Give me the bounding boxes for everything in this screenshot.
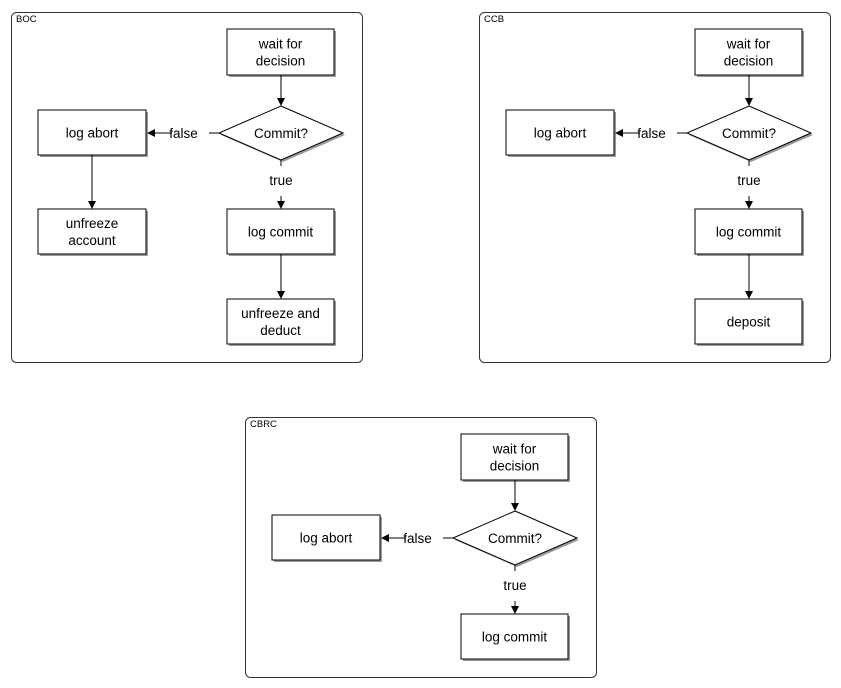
edge-decision-to-abort [381, 534, 406, 542]
true-label: true [737, 173, 760, 188]
false-label: false [403, 531, 432, 546]
log-abort-node: log abort [271, 514, 382, 562]
log-commit-node: log commit [460, 613, 570, 661]
commit-decision-label: Commit? [488, 531, 542, 546]
unfreeze-account-node-label-line: account [68, 233, 116, 248]
log-commit-node-label-line: log commit [248, 225, 314, 240]
edge-decision-to-abort [147, 129, 172, 137]
panel-frame [11, 12, 363, 363]
edge-decision-to-abort [615, 129, 640, 137]
panel-title: CCB [484, 14, 504, 25]
edge-decision-to-abort-arrowhead [615, 129, 623, 137]
log-abort-node-label-line: log abort [300, 531, 353, 546]
true-label: true [503, 578, 526, 593]
log-abort-node-label-line: log abort [534, 126, 587, 141]
unfreeze-account-node: unfreeze account [37, 208, 148, 256]
panel-title: BOC [16, 14, 37, 25]
commit-followup-node-label: unfreeze and deduct [241, 306, 320, 338]
edge-decision-to-commit [511, 601, 519, 614]
edge-decision-to-commit [277, 196, 285, 209]
log-abort-node: log abort [505, 109, 616, 157]
commit-decision-label-line: Commit? [722, 126, 776, 141]
log-abort-node-label: log abort [300, 531, 353, 546]
edge-commit-to-followup-arrowhead [745, 291, 753, 299]
log-commit-node-label: log commit [248, 225, 314, 240]
edge-decision-to-abort-arrowhead [147, 129, 155, 137]
log-commit-node-rect [694, 208, 803, 255]
wait-for-decision-node-label-line: decision [724, 54, 774, 69]
log-abort-node-label-line: log abort [66, 126, 119, 141]
commit-decision-label: Commit? [254, 126, 308, 141]
edge-wait-to-decision [277, 75, 285, 106]
log-commit-node-label: log commit [716, 225, 782, 240]
commit-decision-label-line: Commit? [488, 531, 542, 546]
log-abort-node-rect [505, 109, 615, 156]
log-abort-node-label: log abort [534, 126, 587, 141]
edge-abort-to-unfreeze-arrowhead [88, 201, 96, 209]
commit-followup-node-rect [226, 298, 335, 345]
panel-title: CBRC [250, 419, 277, 430]
log-abort-node: log abort [37, 109, 148, 157]
wait-for-decision-node: wait for decision [226, 28, 336, 77]
edge-decision-to-commit-arrowhead [277, 201, 285, 209]
wait-for-decision-node-label: wait for decision [490, 442, 540, 474]
log-commit-node-rect [460, 613, 569, 660]
wait-for-decision-node-label-line: decision [490, 459, 540, 474]
log-abort-node-label: log abort [66, 126, 119, 141]
log-commit-node: log commit [226, 208, 336, 256]
wait-for-decision-node-rect [460, 433, 569, 481]
edge-commit-to-followup [745, 254, 753, 299]
edge-decision-to-commit-arrowhead [745, 201, 753, 209]
false-label: false [169, 126, 198, 141]
wait-for-decision-node: wait for decision [694, 28, 804, 77]
commit-decision-node: Commit? [451, 510, 579, 567]
commit-followup-node: deposit [694, 298, 804, 346]
wait-for-decision-node-label-line: wait for [726, 37, 771, 52]
commit-decision-node: Commit? [685, 105, 813, 162]
wait-for-decision-node-label-line: wait for [258, 37, 303, 52]
edge-decision-to-commit [745, 196, 753, 209]
wait-for-decision-node-label: wait for decision [724, 37, 774, 69]
commit-decision-label: Commit? [722, 126, 776, 141]
edge-wait-to-decision-arrowhead [745, 98, 753, 106]
edge-wait-to-decision [511, 480, 519, 511]
unfreeze-account-node-label-line: unfreeze [66, 216, 119, 231]
edge-wait-to-decision-arrowhead [277, 98, 285, 106]
log-commit-node-label-line: log commit [482, 630, 548, 645]
log-abort-node-rect [271, 514, 381, 561]
false-label: false [637, 126, 666, 141]
edge-decision-to-commit-arrowhead [511, 606, 519, 614]
commit-followup-node-label-line: deposit [727, 315, 771, 330]
commit-followup-node-label-line: unfreeze and [241, 306, 320, 321]
log-commit-node-label-line: log commit [716, 225, 782, 240]
wait-for-decision-node-rect [694, 28, 803, 76]
true-label: true [269, 173, 292, 188]
log-commit-node-label: log commit [482, 630, 548, 645]
commit-followup-node-rect [694, 298, 803, 345]
log-commit-node: log commit [694, 208, 804, 256]
commit-followup-node-label: deposit [727, 315, 771, 330]
wait-for-decision-node: wait for decision [460, 433, 570, 482]
wait-for-decision-node-label-line: decision [256, 54, 306, 69]
unfreeze-account-node-label: unfreeze account [66, 216, 119, 248]
edge-commit-to-followup-arrowhead [277, 291, 285, 299]
edge-wait-to-decision-arrowhead [511, 503, 519, 511]
panel-frame [479, 12, 831, 363]
commit-followup-node: unfreeze and deduct [226, 298, 336, 346]
edge-abort-to-unfreeze [88, 155, 96, 209]
edge-wait-to-decision [745, 75, 753, 106]
wait-for-decision-node-label-line: wait for [492, 442, 537, 457]
commit-followup-node-label-line: deduct [260, 323, 301, 338]
edge-decision-to-abort-arrowhead [381, 534, 389, 542]
log-commit-node-rect [226, 208, 335, 255]
edge-commit-to-followup [277, 254, 285, 299]
wait-for-decision-node-label: wait for decision [256, 37, 306, 69]
commit-decision-label-line: Commit? [254, 126, 308, 141]
panel-frame [245, 417, 597, 678]
